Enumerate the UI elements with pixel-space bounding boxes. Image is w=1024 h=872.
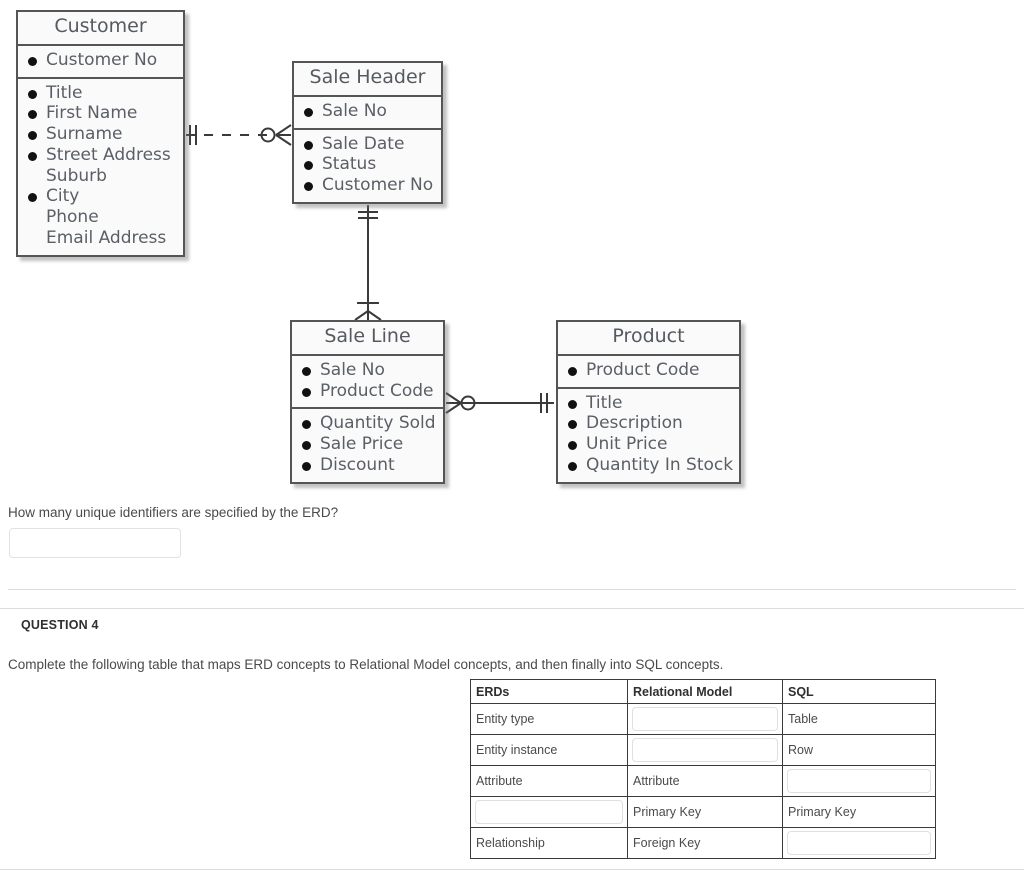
page-bottom-divider	[0, 869, 1024, 870]
cell-sql-attribute	[782, 765, 936, 797]
cell-relational-foreign-key: Foreign Key	[627, 827, 783, 859]
entity-customer-identifier-group: Customer No	[18, 45, 183, 79]
cell-sql-table: Table	[782, 703, 936, 735]
attribute-phone: Phone	[46, 207, 99, 228]
entity-sale-line-identifier-group: Sale No Product Code	[292, 355, 443, 410]
cell-sql-row: Row	[782, 734, 936, 766]
attribute-sale-date: Sale Date	[304, 134, 435, 155]
attribute-sale-no: Sale No	[304, 101, 435, 122]
entity-sale-header-identifier-group: Sale No	[294, 96, 441, 130]
cell-erd-attribute: Attribute	[470, 765, 628, 797]
column-header-erds: ERDs	[470, 679, 628, 704]
attribute-product-code: Product Code	[568, 360, 733, 381]
relationship-sale-header-sale-line	[354, 205, 382, 321]
table-row: Attribute Attribute	[470, 765, 936, 797]
cell-relational-attribute: Attribute	[627, 765, 783, 797]
question4-prompt: Complete the following table that maps E…	[8, 657, 724, 672]
attribute-email-address: Email Address	[46, 227, 167, 248]
input-erd-primary-key[interactable]	[475, 800, 623, 824]
attribute-product-title: Title	[568, 393, 733, 414]
table-header-row: ERDs Relational Model SQL	[470, 679, 936, 704]
erd-to-sql-mapping-table: ERDs Relational Model SQL Entity type Ta…	[470, 679, 936, 859]
attribute-customer-no: Customer No	[28, 50, 177, 71]
table-row: Relationship Foreign Key	[470, 827, 936, 859]
table-row: Entity instance Row	[470, 734, 936, 766]
table-row: Primary Key Primary Key	[470, 796, 936, 828]
cell-erd-entity-instance: Entity instance	[470, 734, 628, 766]
relationship-customer-sale-header	[186, 124, 292, 146]
entity-product-identifier-group: Product Code	[558, 355, 739, 389]
cell-sql-primary-key: Primary Key	[782, 796, 936, 828]
attribute-quantity-sold: Quantity Sold	[302, 413, 437, 434]
attribute-city: City	[28, 186, 177, 207]
attribute-line-sale-no: Sale No	[302, 360, 437, 381]
entity-customer-attribute-group: Title First Name Surname Street Address …	[18, 78, 183, 255]
column-header-relational-model: Relational Model	[627, 679, 783, 704]
entity-customer: Customer Customer No Title First Name Su…	[16, 10, 185, 257]
attribute-description: Description	[568, 413, 733, 434]
attribute-discount: Discount	[302, 455, 437, 476]
entity-sale-line-attribute-group: Quantity Sold Sale Price Discount	[292, 409, 443, 482]
cell-erd-primary-key	[470, 796, 628, 828]
attribute-sale-customer-no: Customer No	[304, 175, 435, 196]
section-divider-bottom	[0, 608, 1024, 609]
attribute-status: Status	[304, 154, 435, 175]
attribute-unit-price: Unit Price	[568, 434, 733, 455]
entity-customer-title: Customer	[18, 12, 183, 46]
cell-relational-entity-type	[627, 703, 783, 735]
attribute-sale-price: Sale Price	[302, 434, 437, 455]
attribute-quantity-in-stock: Quantity In Stock	[568, 455, 733, 476]
cell-sql-foreign-key	[782, 827, 936, 859]
entity-product-attribute-group: Title Description Unit Price Quantity In…	[558, 388, 739, 482]
erd-connector-layer	[186, 124, 554, 414]
attribute-line-product-code: Product Code	[302, 381, 437, 402]
input-relational-entity-type[interactable]	[632, 707, 778, 731]
attribute-surname: Surname	[28, 124, 177, 145]
section-divider-top	[8, 589, 1016, 590]
attribute-suburb: Suburb	[46, 165, 107, 186]
entity-sale-header-attribute-group: Sale Date Status Customer No	[294, 129, 441, 202]
input-sql-attribute[interactable]	[787, 769, 931, 793]
entity-sale-header-title: Sale Header	[294, 63, 441, 97]
relationship-sale-line-product	[445, 392, 554, 414]
erd-diagram: Customer Customer No Title First Name Su…	[16, 10, 741, 484]
attribute-first-name: First Name	[28, 103, 177, 124]
entity-sale-line-title: Sale Line	[292, 322, 443, 356]
table-row: Entity type Table	[470, 703, 936, 735]
entity-sale-header: Sale Header Sale No Sale Date Status Cus…	[292, 61, 443, 204]
question3-prompt: How many unique identifiers are specifie…	[8, 505, 339, 520]
cell-relational-entity-instance	[627, 734, 783, 766]
entity-product: Product Product Code Title Description U…	[556, 320, 741, 484]
cell-erd-relationship: Relationship	[470, 827, 628, 859]
column-header-sql: SQL	[782, 679, 936, 704]
cell-erd-entity-type: Entity type	[470, 703, 628, 735]
attribute-title: Title	[28, 83, 177, 104]
question4-label: QUESTION 4	[21, 618, 99, 632]
input-sql-foreign-key[interactable]	[787, 831, 931, 855]
cell-relational-primary-key: Primary Key	[627, 796, 783, 828]
input-relational-entity-instance[interactable]	[632, 738, 778, 762]
attribute-street-address: Street Address	[28, 145, 177, 166]
entity-sale-line: Sale Line Sale No Product Code Quantity …	[290, 320, 445, 484]
entity-product-title: Product	[558, 322, 739, 356]
question3-answer-input[interactable]	[9, 528, 181, 558]
